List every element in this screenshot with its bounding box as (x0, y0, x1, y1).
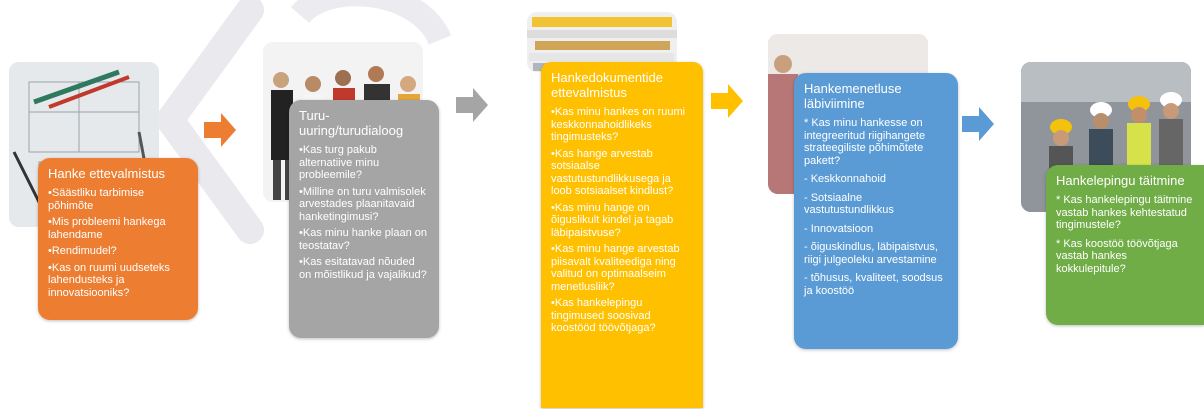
list-item: - Keskkonnahoid (804, 173, 886, 185)
list-item: Kas minu hanke plaan on teostatav? (299, 227, 429, 252)
stage-card-documents: Hankedokumentide ettevalmistus Kas minu … (541, 62, 703, 408)
stage-list: Kas turg pakub alternatiive minu problee… (299, 144, 429, 281)
stage-title: Turu-uuring/turudialoog (299, 108, 404, 138)
list-item: Kas on ruumi uudseteks lahendusteks ja i… (48, 262, 188, 300)
list-item: - tõhusus, kvaliteet, soodsus ja koostöö (804, 272, 943, 297)
list-item: Kas minu hange arvestab piisavalt kvalit… (551, 243, 693, 293)
list-item: * Kas hankelepingu täitmine vastab hanke… (1056, 194, 1193, 231)
stage-title: Hankelepingu täitmine (1056, 173, 1185, 188)
arrow-right-icon (456, 88, 488, 122)
list-item: Säästliku tarbimise põhimõte (48, 187, 188, 212)
stage-card-market-research: Turu-uuring/turudialoog Kas turg pakub a… (289, 100, 439, 338)
list-item: Kas hankelepingu tingimused soosivad koo… (551, 297, 693, 335)
stage-title: Hanke ettevalmistus (48, 166, 166, 181)
list-item: Kas turg pakub alternatiive minu problee… (299, 144, 429, 182)
list-item: * Kas minu hankesse on integreeritud rii… (804, 117, 926, 167)
list-item: - Innovatsioon (804, 222, 874, 235)
list-item: Mis probleemi hankega lahendame (48, 216, 188, 241)
stage-card-procedure: Hankemenetluse läbiviimine * Kas minu ha… (794, 73, 958, 349)
stage-list: Säästliku tarbimise põhimõte Mis problee… (48, 187, 188, 299)
arrow-right-icon (204, 113, 236, 147)
list-item: Rendimudel? (48, 245, 188, 258)
stage-list: * Kas minu hankesse on integreeritud rii… (804, 117, 948, 297)
stage-list: Kas minu hankes on ruumi keskkonnahoidli… (551, 106, 693, 335)
list-item: Kas esitatavad nõuded on mõistlikud ja v… (299, 256, 429, 281)
list-item: - õiguskindlus, läbipaistvus, riigi julg… (804, 241, 938, 266)
list-item: Kas minu hankes on ruumi keskkonnahoidli… (551, 106, 693, 144)
arrow-right-icon (711, 84, 743, 118)
stage-title: Hankedokumentide ettevalmistus (551, 70, 664, 100)
list-item: * Kas koostöö töövõtjaga vastab hankes k… (1056, 237, 1178, 275)
list-item: - Sotsiaalne vastutustundlikkus (804, 191, 894, 217)
list-item: Kas minu hange on õiguslikult kindel ja … (551, 202, 693, 240)
list-item: Milline on turu valmisolek arvestades pl… (299, 186, 429, 224)
stage-list: * Kas hankelepingu täitmine vastab hanke… (1056, 194, 1194, 275)
stage-title: Hankemenetluse läbiviimine (804, 81, 902, 111)
stage-card-preparation: Hanke ettevalmistus Säästliku tarbimise … (38, 158, 198, 320)
list-item: Kas hange arvestab sotsiaalse vastutustu… (551, 148, 693, 198)
arrow-right-icon (962, 107, 994, 141)
stage-card-contract: Hankelepingu täitmine * Kas hankelepingu… (1046, 165, 1204, 325)
